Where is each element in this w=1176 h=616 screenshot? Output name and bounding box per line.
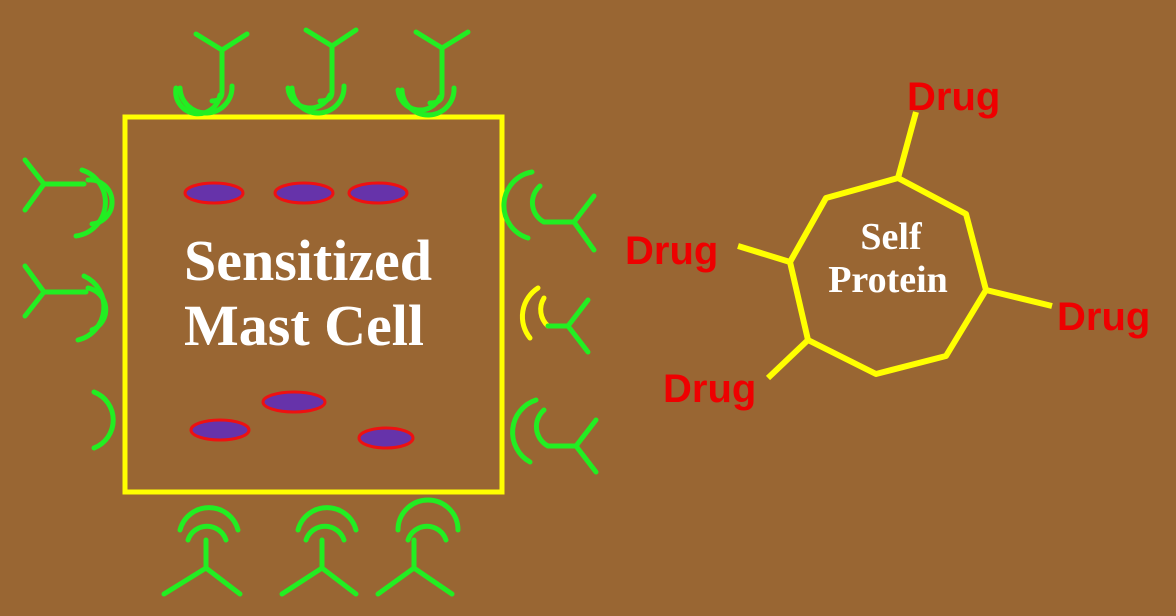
left-antibodies bbox=[22, 157, 116, 451]
mast-cell-label-line1: Sensitized bbox=[184, 228, 432, 293]
antibody-icon bbox=[395, 29, 471, 118]
self-protein bbox=[737, 111, 1053, 381]
drug-bond-left bbox=[737, 243, 791, 265]
antibody-icon bbox=[161, 505, 243, 597]
antibody-icon bbox=[285, 27, 359, 116]
antibody-icon bbox=[22, 157, 115, 239]
drug-label-left: Drug bbox=[625, 229, 718, 273]
granule bbox=[183, 181, 245, 205]
self-protein-label-line2: Protein bbox=[828, 259, 948, 301]
drug-bond-lower-left bbox=[765, 337, 811, 381]
granule bbox=[347, 181, 409, 205]
drug-bond-right bbox=[985, 287, 1053, 309]
self-protein-label-line1: Self bbox=[860, 216, 923, 258]
drug-label-top: Drug bbox=[907, 75, 1000, 119]
receptor-icon bbox=[519, 285, 551, 341]
granule bbox=[357, 426, 415, 450]
bottom-antibodies bbox=[161, 497, 461, 597]
right-antibodies bbox=[501, 169, 599, 475]
granule bbox=[189, 418, 251, 442]
drug-label-bottom: Drug bbox=[663, 367, 756, 411]
antibody-icon bbox=[22, 263, 109, 343]
self-protein-ring bbox=[787, 175, 989, 377]
antibody-icon bbox=[375, 497, 461, 597]
granule bbox=[261, 390, 327, 414]
granules bbox=[183, 181, 415, 450]
antibody-icon bbox=[510, 397, 599, 475]
antibody-icon bbox=[173, 31, 250, 117]
antibody-icon bbox=[501, 169, 597, 253]
drug-label-right: Drug bbox=[1057, 295, 1150, 339]
top-antibodies bbox=[173, 27, 471, 118]
drug-bond-top bbox=[895, 111, 919, 179]
receptor-arc bbox=[91, 389, 116, 451]
antibody-icon bbox=[545, 297, 591, 355]
mast-cell-outline bbox=[122, 114, 505, 495]
antibody-icon bbox=[279, 505, 359, 597]
granule bbox=[273, 181, 335, 205]
mast-cell-label-line2: Mast Cell bbox=[184, 293, 424, 358]
